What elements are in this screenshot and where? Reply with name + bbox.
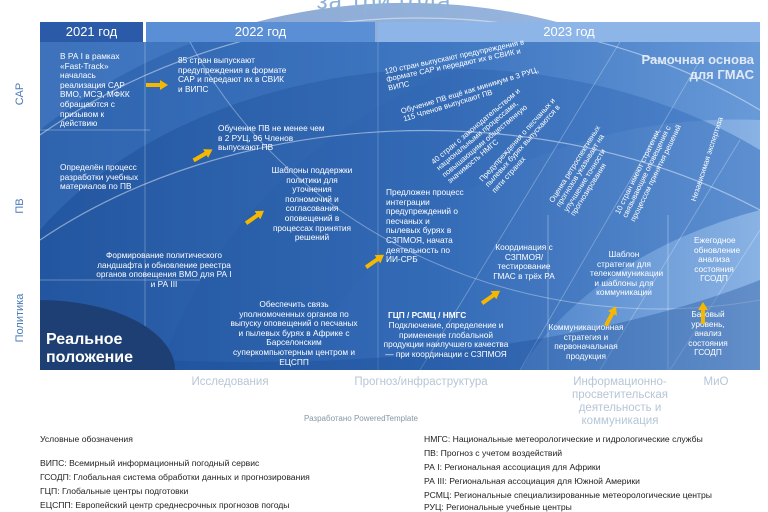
- arrow-up-icon: [698, 302, 708, 324]
- cell-2021-sar: В РА I в рамках «Fast-Track» началась ре…: [60, 51, 130, 129]
- row-label-sar: САР: [14, 82, 26, 106]
- arrow-right-icon: [364, 254, 385, 269]
- row-label-policy: Политика: [14, 293, 26, 343]
- year-label-2023: 2023 год: [543, 24, 595, 39]
- cell-template-telecom: Шаблон стратегии для телекоммуникации и …: [590, 249, 664, 298]
- cell-2022-pv: Обучение ПВ не менее чем в 2 РУЦ, 96 Чле…: [218, 123, 325, 153]
- spoke: [599, 139, 741, 371]
- arrow-right-icon: [244, 210, 265, 225]
- cell-annual-update: Ежегодное обновление анализа состояния Г…: [694, 235, 741, 284]
- year-label-2022: 2022 год: [234, 24, 287, 39]
- legend-item: ГЦП: Глобальные центры подготовки: [40, 486, 189, 496]
- year-header-2021: [40, 22, 143, 42]
- legend-item: ЕЦСПП: Европейский центр среднесрочных п…: [40, 500, 290, 510]
- cell-2021-pv: Определён процесс разработки учебных мат…: [60, 162, 139, 192]
- arrow-right-icon: [146, 80, 168, 90]
- cell-templates: Шаблоны поддержки политики для уточнения…: [271, 165, 353, 243]
- year-label-2021: 2021 год: [65, 24, 118, 39]
- cell-gtc-label: ГЦП / РСМЦ / НМГС: [388, 310, 467, 320]
- arrow-right-icon: [192, 149, 213, 163]
- corner-quarter: [40, 300, 175, 370]
- legend-item: ГСОДП: Глобальная система обработки данн…: [40, 472, 310, 482]
- cell-connect: Обеспечить связь уполномоченных органов …: [230, 299, 358, 367]
- column-mio: МиО: [703, 376, 729, 388]
- arrow-right-icon: [480, 290, 501, 305]
- legend-item: НМГС: Национальные метеорологические и г…: [424, 434, 703, 444]
- cell-connect2: Подключение, определение и применение гл…: [383, 320, 509, 359]
- legend-item: РУЦ: Региональные учебные центры: [424, 502, 572, 512]
- year-header-2023: [378, 22, 760, 42]
- cell-coordination: Координация с СЗПМОЯ/ тестирование ГМАС …: [493, 242, 555, 281]
- cell-2022-sar: 85 стран выпускают предупреждения в форм…: [178, 55, 287, 94]
- legend-item: ПВ: Прогноз с учетом воздействий: [424, 448, 563, 458]
- spoke: [419, 41, 621, 371]
- ring-divider-3: [39, 129, 761, 241]
- legend-item: РСМЦ: Региональные специализированные ме…: [424, 490, 712, 500]
- arrow-up-icon: [604, 306, 617, 327]
- ring-inner: [40, 68, 760, 370]
- legend-item: РА III: Региональная ассоциация для Южно…: [424, 476, 640, 486]
- year-header-2022: [146, 22, 375, 42]
- ring-divider-1: [189, 41, 761, 310]
- column-outreach: Информационно-просветительская деятельно…: [572, 376, 668, 427]
- corner-label: Реальное положение дел: [46, 331, 133, 384]
- row-label-pv: ПВ: [14, 198, 26, 214]
- framework-label: Рамочная основа для ГМАС: [641, 52, 754, 82]
- cell-communication: Коммуникационная стратегия и первоначаль…: [548, 322, 624, 361]
- credit-text: Разработано PoweredTemplate: [304, 414, 418, 423]
- legend-item: РА I: Региональная ассоциация для Африки: [424, 462, 601, 472]
- cell-policy-landscape: Формирование политического ландшафта и о…: [96, 250, 232, 289]
- page-title: за три года: [316, 0, 452, 15]
- column-research: Исследования: [191, 376, 269, 388]
- row-label-column: [0, 42, 40, 370]
- ring-divider-2: [39, 17, 761, 136]
- cell-integration: Предложен процесс интеграции предупрежде…: [386, 187, 464, 265]
- legend-item: ВИПС: Всемирный информационный погодный …: [40, 458, 260, 468]
- policy-band: [40, 280, 760, 370]
- spoke: [669, 229, 761, 371]
- legend-title: Условные обозначения: [40, 434, 133, 444]
- column-forecast: Прогноз/инфраструктура: [354, 376, 488, 388]
- cell-baseline: Базовый уровень, анализ состояния ГСОДП: [688, 309, 728, 358]
- spoke: [519, 59, 701, 371]
